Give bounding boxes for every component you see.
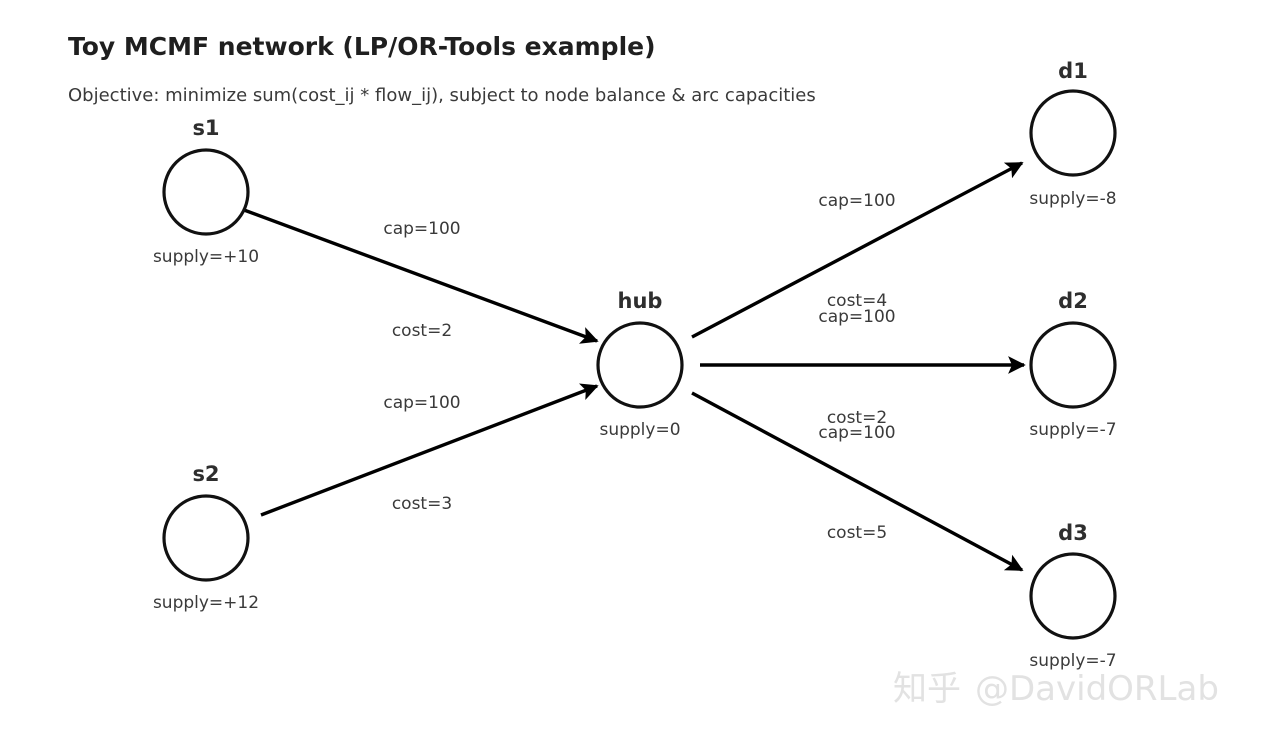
edge-hub-d1[interactable]: cap=100 cost=4 (691, 161, 1024, 339)
edge-cost-label: cost=5 (827, 523, 887, 543)
node-supply-label: supply=-8 (1029, 189, 1116, 209)
edge-line (243, 208, 599, 344)
edge-cost-label: cost=3 (392, 494, 452, 514)
node-supply-label: supply=0 (599, 420, 680, 440)
node-hub[interactable]: hub supply=0 (596, 289, 684, 440)
node-label: d1 (1058, 59, 1088, 83)
node-s2[interactable]: s2 supply=+12 (153, 462, 259, 613)
node-supply-label: supply=+10 (153, 247, 259, 267)
edge-line (691, 161, 1024, 339)
edge-hub-d3[interactable]: cap=100 cost=5 (691, 391, 1024, 572)
edge-cap-label: cap=100 (383, 393, 460, 413)
node-d3[interactable]: d3 supply=-7 (1029, 521, 1116, 671)
watermark-handle: @DavidORLab (975, 669, 1219, 709)
page-title: Toy MCMF network (LP/OR-Tools example) (68, 32, 656, 61)
edge-cap-label: cap=100 (818, 191, 895, 211)
node-label: d3 (1058, 521, 1088, 545)
edge-line (260, 383, 599, 517)
node-d1[interactable]: d1 supply=-8 (1029, 59, 1116, 209)
edge-hub-d2[interactable]: cap=100 cost=2 (700, 307, 1026, 428)
edge-cap-label: cap=100 (383, 219, 460, 239)
edge-cost-label: cost=4 (827, 291, 887, 311)
node-circle[interactable] (1029, 89, 1117, 177)
watermark: 知乎 @DavidORLab (893, 669, 1219, 709)
edge-cost-label: cost=2 (827, 408, 887, 428)
page-subtitle: Objective: minimize sum(cost_ij * flow_i… (68, 85, 816, 106)
edge-cap-label: cap=100 (818, 423, 895, 443)
node-circle[interactable] (1029, 552, 1117, 640)
edge-s1-hub[interactable]: cap=100 cost=2 (243, 208, 599, 344)
node-supply-label: supply=-7 (1029, 651, 1116, 671)
node-circle[interactable] (1029, 321, 1117, 409)
node-supply-label: supply=-7 (1029, 420, 1116, 440)
node-label: s2 (192, 462, 219, 486)
nodes-layer: s1 supply=+10 s2 supply=+12 hub supply=0… (153, 59, 1117, 671)
node-circle[interactable] (162, 494, 250, 582)
node-circle[interactable] (596, 321, 684, 409)
edge-cap-label: cap=100 (818, 307, 895, 327)
zhihu-logo-icon: 知乎 (893, 669, 961, 709)
node-circle[interactable] (162, 148, 250, 236)
node-label: s1 (192, 116, 219, 140)
edge-line (691, 391, 1024, 572)
node-label: hub (618, 289, 663, 313)
node-label: d2 (1058, 289, 1088, 313)
node-s1[interactable]: s1 supply=+10 (153, 116, 259, 267)
edges-layer: cap=100 cost=2 cap=100 cost=3 cap=100 co… (243, 161, 1026, 572)
edge-s2-hub[interactable]: cap=100 cost=3 (260, 383, 599, 517)
node-d2[interactable]: d2 supply=-7 (1029, 289, 1116, 440)
node-supply-label: supply=+12 (153, 593, 259, 613)
edge-cost-label: cost=2 (392, 321, 452, 341)
